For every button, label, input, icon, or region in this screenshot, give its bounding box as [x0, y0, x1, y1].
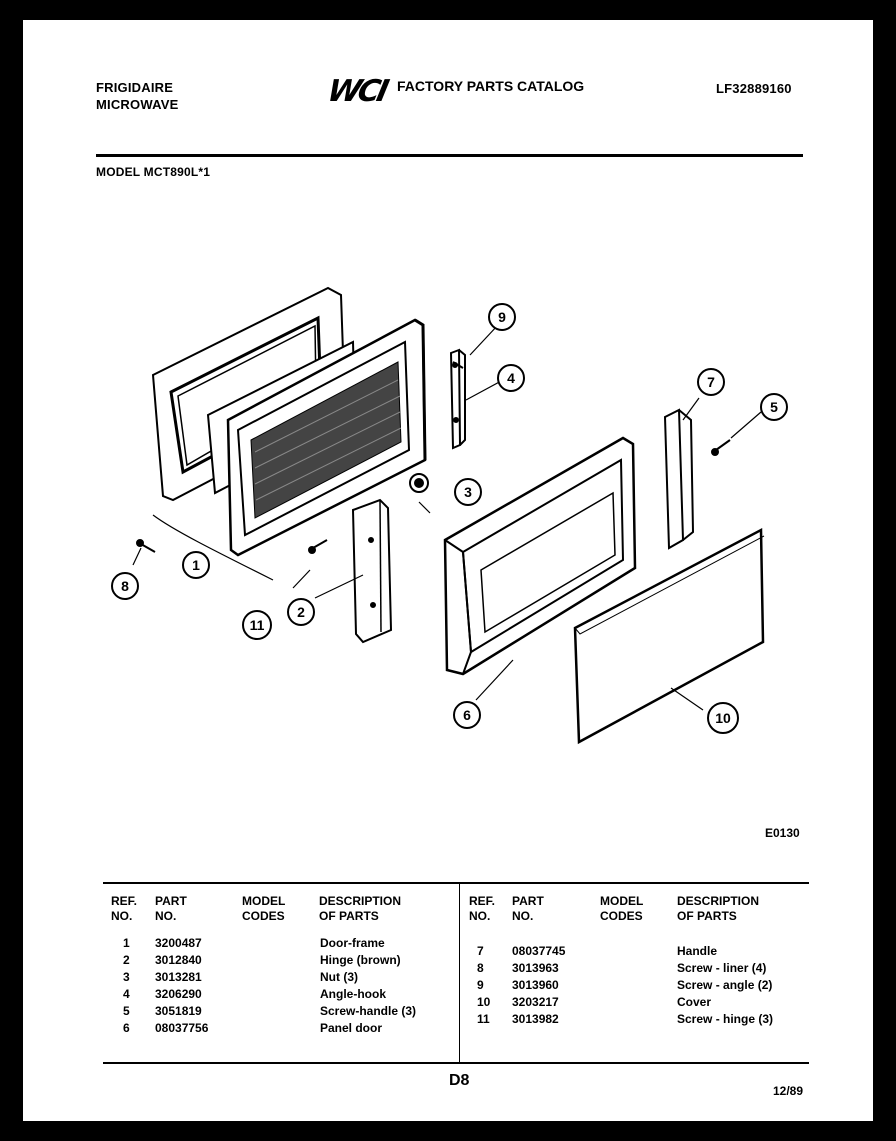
callout-8-label: 8 [121, 578, 129, 594]
table-row: 8 3013963 Screw - liner (4) [477, 960, 817, 977]
table-row: 7 08037745 Handle [477, 943, 817, 960]
ref-cell: 11 [477, 1012, 490, 1026]
mesh-door-part [226, 318, 427, 557]
catalog-page: FRIGIDAIRE MICROWAVE WCI FACTORY PARTS C… [23, 20, 873, 1121]
desc-cell: Hinge (brown) [320, 953, 401, 967]
part-cell: 3012840 [155, 953, 202, 967]
desc-cell: Cover [677, 995, 712, 1009]
page-code: D8 [449, 1072, 470, 1089]
ref-cell: 7 [477, 944, 484, 958]
table-row: 11 3013982 Screw - hinge (3) [477, 1011, 817, 1028]
right-ref-header: REF. NO. [469, 894, 496, 923]
table-row: 5 3051819 Screw-handle (3) [123, 1003, 460, 1020]
callout-1 [182, 551, 210, 579]
ref-cell: 6 [123, 1021, 130, 1035]
desc-cell: Nut (3) [320, 970, 358, 984]
model-label: MODEL MCT890L*1 [96, 165, 211, 179]
part-cell: 3051819 [155, 1004, 202, 1018]
callout-7-label: 7 [707, 374, 715, 390]
callout-bubbles [111, 303, 788, 734]
callout-10-label: 10 [715, 710, 731, 726]
table-divider [459, 884, 460, 1062]
desc-cell: Panel door [320, 1021, 383, 1035]
catalog-title: FACTORY PARTS CATALOG [397, 78, 585, 94]
table-row: 6 08037756 Panel door [123, 1020, 460, 1037]
right-part-header: PART NO. [512, 894, 544, 923]
cover-part [573, 527, 765, 745]
table-row: 2 3012840 Hinge (brown) [123, 952, 460, 969]
nut-part [409, 473, 429, 493]
header-rule [96, 154, 803, 157]
part-cell: 3200487 [155, 936, 202, 950]
part-cell: 3206290 [155, 987, 202, 1001]
desc-cell: Screw-handle (3) [320, 1004, 417, 1018]
part-cell: 3013281 [155, 970, 202, 984]
callout-2 [287, 598, 315, 626]
ref-cell: 3 [123, 970, 130, 984]
right-desc-header: DESCRIPTION OF PARTS [677, 894, 760, 923]
table-row: 3 3013281 Nut (3) [123, 969, 460, 986]
part-cell: 08037745 [512, 944, 566, 958]
callout-7 [697, 368, 725, 396]
handle-part [663, 408, 695, 550]
ref-cell: 8 [477, 961, 484, 975]
exploded-parts-diagram: 1 2 3 4 5 6 7 8 9 10 11 [111, 286, 788, 745]
callout-5-label: 5 [770, 399, 778, 415]
right-model-header: MODEL CODES [600, 894, 644, 923]
right-rows: 7 08037745 Handle 8 3013963 Screw - liner (4… [477, 943, 817, 1028]
ref-cell: 1 [123, 936, 130, 950]
brand-line1: FRIGIDAIRE [96, 80, 174, 95]
ref-cell: 9 [477, 978, 484, 992]
ref-cell: 10 [477, 995, 491, 1009]
callout-3 [454, 478, 482, 506]
catalog-number: LF32889160 [716, 81, 792, 96]
callout-2-label: 2 [297, 604, 305, 620]
angle-hook-part [449, 348, 466, 450]
part-cell: 3013960 [512, 978, 559, 992]
leader-lines [132, 324, 762, 711]
callout-11-label: 11 [250, 617, 265, 633]
callout-3-label: 3 [464, 484, 472, 500]
table-row: 9 3013960 Screw - angle (2) [477, 977, 817, 994]
ref-cell: 4 [123, 987, 130, 1001]
callout-6-label: 6 [463, 707, 471, 723]
callout-8 [111, 572, 139, 600]
screw-parts [136, 361, 731, 554]
desc-cell: Screw - liner (4) [677, 961, 767, 975]
left-part-header: PART NO. [155, 894, 187, 923]
table-row: 4 3206290 Angle-hook [123, 986, 460, 1003]
table-row: 1 3200487 Door-frame [123, 935, 460, 952]
left-rows: 1 3200487 Door-frame 2 3012840 Hinge (brown)… [123, 935, 460, 1037]
callout-9 [488, 303, 516, 331]
desc-cell: Handle [677, 944, 718, 958]
desc-cell: Screw - angle (2) [677, 978, 773, 992]
hinge-part [351, 498, 393, 644]
desc-cell: Angle-hook [320, 987, 386, 1001]
part-cell: 08037756 [155, 1021, 209, 1035]
panel-door-part [443, 436, 637, 676]
parts-table: REF. NO. PART NO. MODEL CODES DESCRIPTIO… [103, 882, 809, 1064]
ref-cell: 5 [123, 1004, 130, 1018]
left-ref-header: REF. NO. [111, 894, 138, 923]
part-cell: 3013982 [512, 1012, 559, 1026]
table-row: 10 3203217 Cover [477, 994, 817, 1011]
left-desc-header: DESCRIPTION OF PARTS [319, 894, 402, 923]
callout-4 [497, 364, 525, 392]
desc-cell: Screw - hinge (3) [677, 1012, 774, 1026]
callout-11 [242, 610, 272, 640]
part-cell: 3013963 [512, 961, 559, 975]
ref-cell: 2 [123, 953, 130, 967]
part-cell: 3203217 [512, 995, 559, 1009]
callout-4-label: 4 [507, 370, 515, 386]
desc-cell: Door-frame [320, 936, 385, 950]
callout-5 [760, 393, 788, 421]
callout-6 [453, 701, 481, 729]
brand-line2: MICROWAVE [96, 97, 179, 112]
callout-1-label: 1 [192, 557, 200, 573]
callout-9-label: 9 [498, 309, 506, 325]
diagram-code: E0130 [765, 826, 800, 840]
revision-date: 12/89 [773, 1084, 804, 1098]
left-model-header: MODEL CODES [242, 894, 286, 923]
callout-10 [707, 702, 739, 734]
